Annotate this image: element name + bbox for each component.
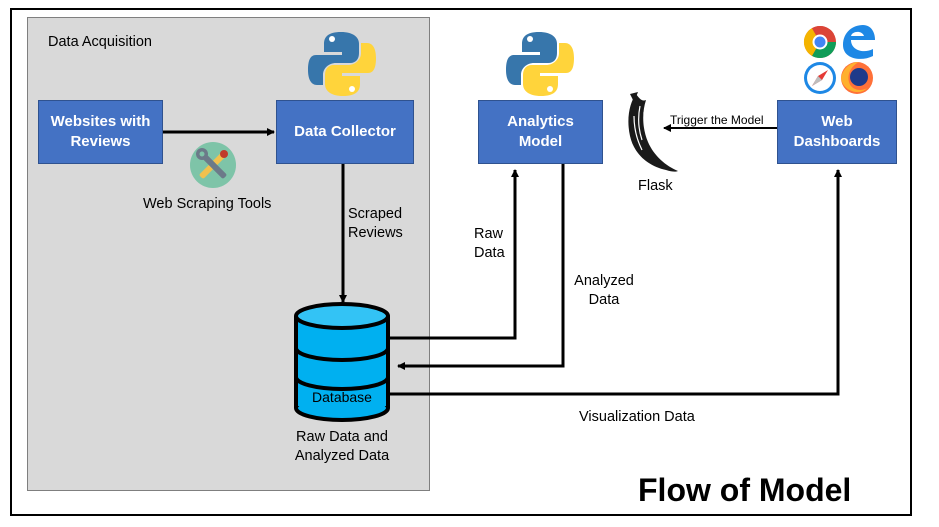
analyzed-data-label: Analyzed Data bbox=[568, 272, 640, 310]
data-acquisition-label: Data Acquisition bbox=[48, 34, 152, 50]
analyzed-data-line2: Data bbox=[588, 292, 620, 308]
scraped-reviews-label: Scraped Reviews bbox=[348, 205, 403, 243]
analyzed-data-line1: Analyzed bbox=[574, 273, 634, 289]
database-icon bbox=[294, 302, 390, 422]
raw-data-line1: Raw bbox=[474, 226, 504, 242]
dashboards-box-line2: Dashboards bbox=[793, 133, 881, 150]
tools-icon bbox=[190, 142, 236, 188]
raw-data-label: Raw Data bbox=[474, 225, 505, 263]
websites-with-reviews-box: Websites with Reviews bbox=[38, 100, 163, 164]
python-logo-icon bbox=[308, 32, 376, 96]
database-caption: Raw Data and Analyzed Data bbox=[286, 428, 398, 466]
web-dashboards-box: Web Dashboards bbox=[777, 100, 897, 164]
analytics-model-box: Analytics Model bbox=[478, 100, 603, 164]
analytics-box-line2: Model bbox=[518, 133, 563, 150]
database-label: Database bbox=[312, 389, 372, 405]
python-logo-icon bbox=[506, 32, 574, 96]
outer-frame bbox=[10, 8, 912, 516]
dashboards-box-line1: Web bbox=[821, 113, 853, 130]
arrow-raw-data bbox=[390, 169, 519, 340]
database-caption-line1: Raw Data and bbox=[296, 429, 388, 445]
trigger-model-label: Trigger the Model bbox=[670, 113, 764, 127]
firefox-icon bbox=[841, 62, 873, 94]
data-collector-box: Data Collector bbox=[276, 100, 414, 164]
web-scraping-tools-label: Web Scraping Tools bbox=[143, 196, 272, 212]
flask-label: Flask bbox=[638, 178, 673, 194]
safari-icon bbox=[804, 62, 836, 94]
websites-box-line2: Reviews bbox=[70, 133, 131, 150]
arrow-analyzed-data bbox=[397, 164, 565, 370]
page-title: Flow of Model bbox=[638, 472, 852, 508]
data-collector-label: Data Collector bbox=[294, 123, 396, 140]
visualization-data-label: Visualization Data bbox=[579, 409, 695, 425]
scraped-reviews-line2: Reviews bbox=[348, 225, 403, 241]
analytics-box-line1: Analytics bbox=[507, 113, 574, 130]
arrow-visualization-data bbox=[390, 169, 842, 396]
raw-data-line2: Data bbox=[474, 245, 505, 261]
websites-box-line1: Websites with bbox=[50, 113, 151, 130]
database-caption-line2: Analyzed Data bbox=[294, 448, 390, 464]
scraped-reviews-line1: Scraped bbox=[348, 206, 403, 222]
flask-logo-icon bbox=[628, 92, 678, 172]
edge-icon bbox=[843, 25, 875, 59]
chrome-icon bbox=[803, 25, 837, 59]
